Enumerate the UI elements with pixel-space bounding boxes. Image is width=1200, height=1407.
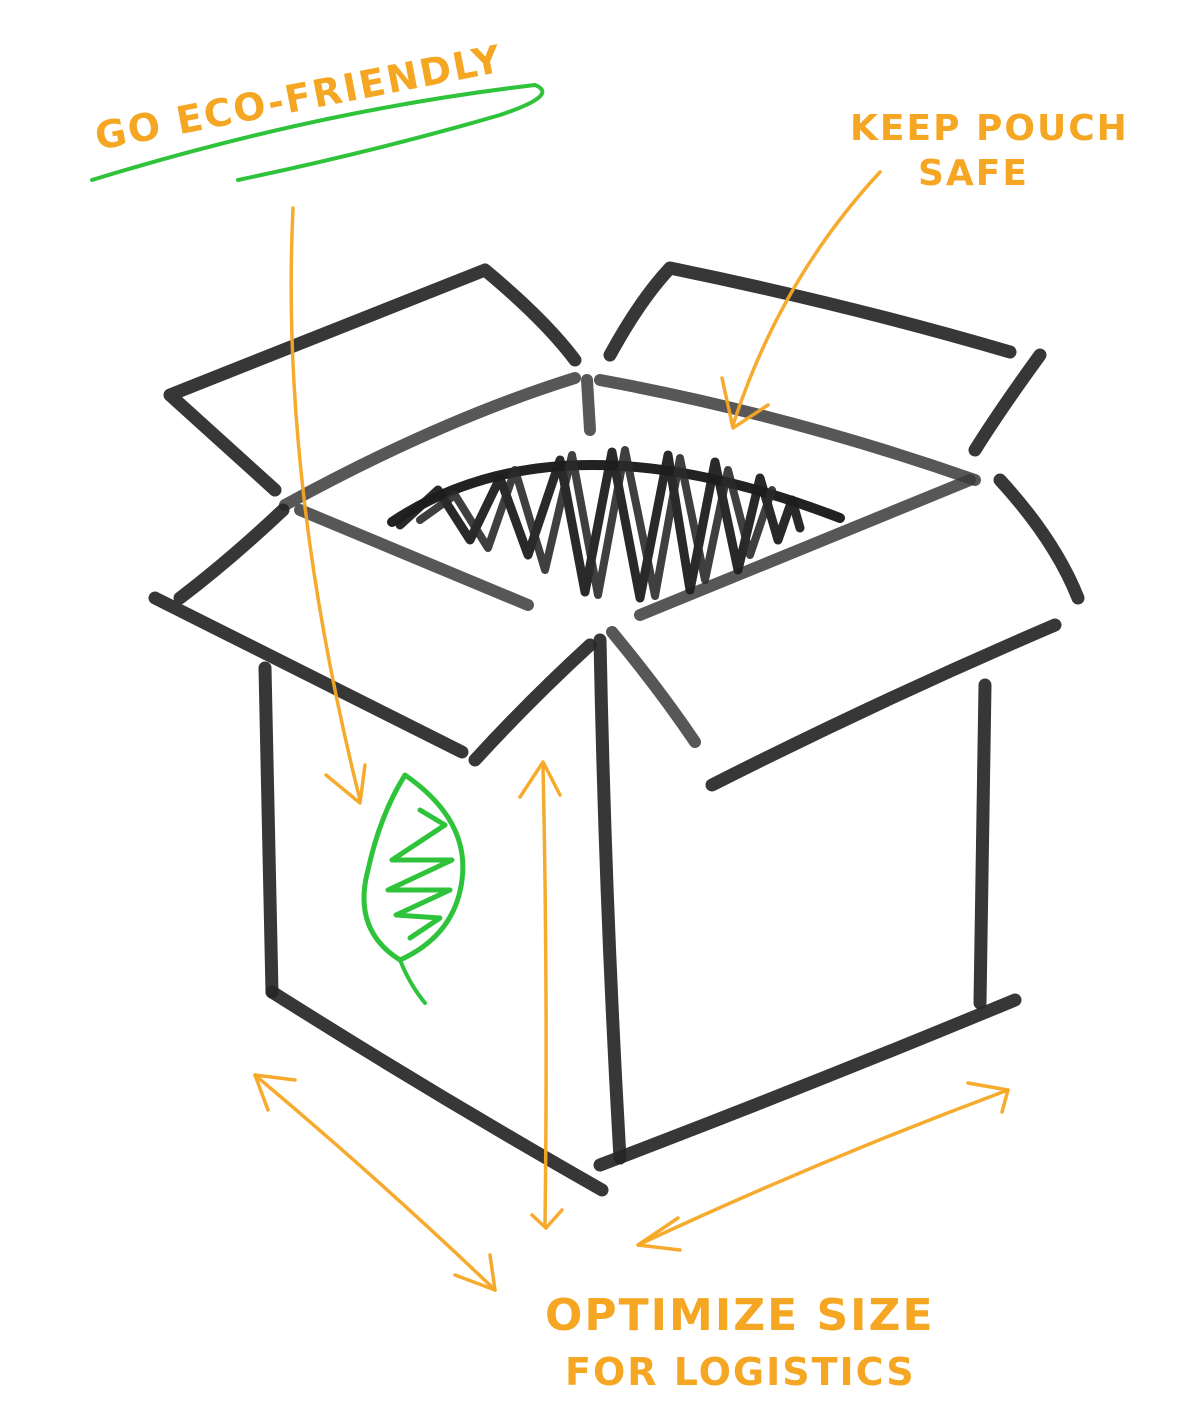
box-inner-left-edge (294, 504, 534, 611)
pouch-label-line2: SAFE (918, 153, 1029, 194)
box-edge-left (258, 661, 279, 999)
box-front-flap-fold (606, 626, 701, 748)
eco-annotation (90, 83, 545, 805)
eco-arrowhead (324, 763, 367, 805)
size-arrowhead-right-left (636, 1216, 682, 1252)
pouch-arrow (731, 170, 882, 427)
box-right-flap (603, 261, 1047, 457)
pouch-annotation (720, 170, 882, 430)
eco-arrow (289, 206, 362, 802)
size-arrowhead-top (518, 760, 562, 799)
eco-underline (90, 83, 545, 182)
size-arrowhead-right-right (966, 1081, 1010, 1114)
box-bottom-left (265, 985, 609, 1197)
open-box-illustration (148, 261, 1085, 1197)
box-front-left-flap (148, 503, 597, 767)
box-edge-center (593, 633, 627, 1165)
box-left-flap (163, 263, 582, 497)
size-arrowhead-bottom (530, 1208, 564, 1230)
pouch-scribble (387, 446, 845, 603)
leaf-icon (361, 772, 466, 1005)
box-back-corner (581, 374, 596, 436)
pouch-label-line1: KEEP POUCH (850, 108, 1129, 149)
pouch-arrowhead (720, 376, 770, 430)
box-inner-right-edge (634, 474, 976, 621)
size-arrow-right (636, 1088, 1010, 1247)
box-rim-back-left (279, 372, 581, 511)
size-arrowhead-left-bottom (453, 1253, 497, 1292)
size-arrow-vertical (541, 763, 548, 1227)
size-arrow-left (253, 1073, 497, 1292)
box-rim-back-right (594, 374, 981, 486)
size-label-line2: FOR LOGISTICS (565, 1350, 916, 1394)
box-front-right-flap (705, 473, 1085, 792)
box-bottom-right (593, 993, 1022, 1172)
size-arrowhead-left-top (253, 1073, 297, 1112)
size-label-line1: OPTIMIZE SIZE (545, 1290, 935, 1341)
size-annotation (253, 760, 1010, 1292)
box-edge-right (973, 678, 992, 1010)
